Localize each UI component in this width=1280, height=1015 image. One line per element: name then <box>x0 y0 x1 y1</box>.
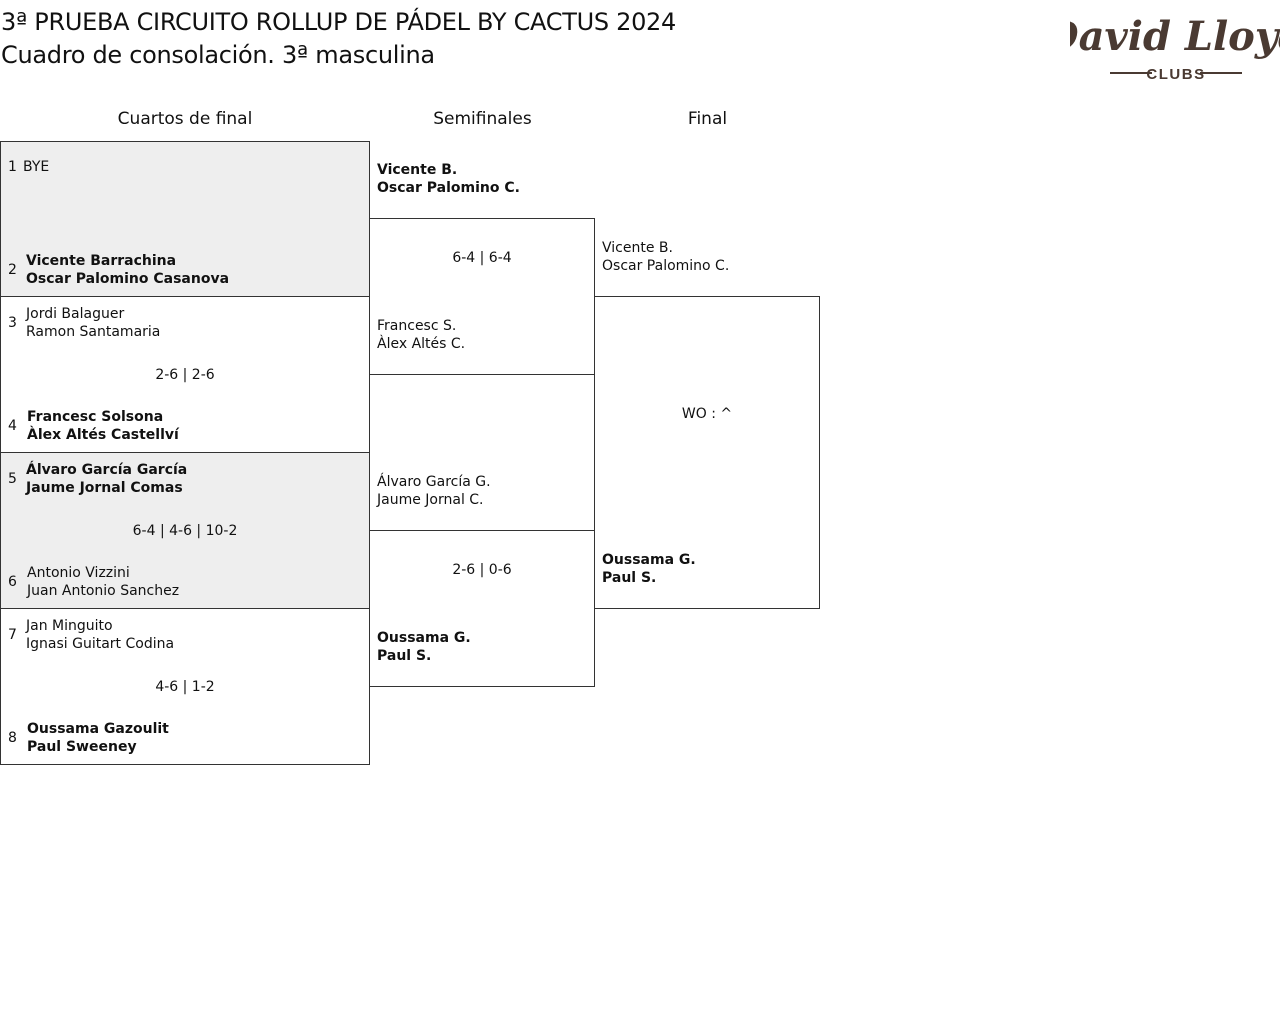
match-score: 2-6 | 2-6 <box>155 367 215 383</box>
player-name: Oscar Palomino C. <box>602 258 730 274</box>
match-score: 6-4 | 6-4 <box>452 250 512 266</box>
team-entry: Álvaro García G. Jaume Jornal C. <box>377 473 491 509</box>
seed-number: 3 <box>8 315 17 331</box>
round-header-semifinals: Semifinales <box>433 109 532 129</box>
round-header-final: Final <box>687 109 728 129</box>
team-entry-winner: Álvaro García García Jaume Jornal Comas <box>26 461 187 497</box>
seed-number: 5 <box>8 471 17 487</box>
logo-brand-text: David Lloyd <box>1070 13 1280 60</box>
player-name: Ramon Santamaria <box>26 324 161 340</box>
sf-match-2: 2-6 | 0-6 Oussama G. Paul S. <box>369 530 595 687</box>
player-name: Paul S. <box>377 648 432 664</box>
team-entry-winner: Vicente Barrachina Oscar Palomino Casano… <box>26 252 229 288</box>
team-entry-winner: Oussama G. Paul S. <box>377 629 471 665</box>
title-line-2: Cuadro de consolación. 3ª masculina <box>1 41 435 69</box>
seed-number: 2 <box>8 262 17 278</box>
team-entry: Jan Minguito Ignasi Guitart Codina <box>26 617 174 653</box>
player-name: Jordi Balaguer <box>26 306 125 322</box>
page-title: 3ª PRUEBA CIRCUITO ROLLUP DE PÁDEL BY CA… <box>1 6 676 72</box>
seed-number: 4 <box>8 418 17 434</box>
team-entry-winner: Oussama G. Paul S. <box>602 551 696 587</box>
match-score: 4-6 | 1-2 <box>155 679 215 695</box>
qf-match-1: 1 BYE 2 Vicente Barrachina Oscar Palomin… <box>0 141 370 297</box>
qf-match-4: 7 Jan Minguito Ignasi Guitart Codina 4-6… <box>0 608 370 765</box>
player-name: Álvaro García García <box>26 462 188 478</box>
qf-match-2: 3 Jordi Balaguer Ramon Santamaria 2-6 | … <box>0 296 370 453</box>
team-entry-winner: Vicente B. Oscar Palomino C. <box>377 161 520 197</box>
player-name: Francesc S. <box>377 318 457 334</box>
team-entry: Vicente B. Oscar Palomino C. <box>602 239 729 275</box>
player-name: Antonio Vizzini <box>27 565 130 581</box>
team-entry-winner: Oussama Gazoulit Paul Sweeney <box>27 720 169 756</box>
player-name: Jaume Jornal C. <box>377 492 484 508</box>
team-entry: BYE <box>23 158 49 176</box>
player-name: Vicente B. <box>602 240 673 256</box>
team-entry-winner: Francesc Solsona Àlex Altés Castellví <box>27 408 179 444</box>
david-lloyd-logo: David Lloyd CLUBS <box>1070 13 1280 83</box>
player-name: Àlex Altés Castellví <box>27 427 179 443</box>
player-name: Oussama G. <box>602 552 696 568</box>
seed-number: 6 <box>8 574 17 590</box>
player-name: Álvaro García G. <box>377 474 491 490</box>
sf-match-1: 6-4 | 6-4 Francesc S. Àlex Altés C. <box>369 218 595 375</box>
player-name: Jaume Jornal Comas <box>26 480 183 496</box>
player-name: Jan Minguito <box>26 618 113 634</box>
final-match: WO : ^ Oussama G. Paul S. <box>594 296 820 609</box>
match-score: WO : ^ <box>681 406 733 422</box>
player-name: Ignasi Guitart Codina <box>26 636 175 652</box>
player-name: Oscar Palomino C. <box>377 180 520 196</box>
player-name: Juan Antonio Sanchez <box>27 583 180 599</box>
match-score: 2-6 | 0-6 <box>452 562 512 578</box>
player-name: Paul S. <box>602 570 657 586</box>
player-name: Oussama Gazoulit <box>27 721 169 737</box>
round-header-quarterfinals: Cuartos de final <box>117 109 253 129</box>
team-entry: Jordi Balaguer Ramon Santamaria <box>26 305 160 341</box>
player-name: BYE <box>23 159 50 175</box>
player-name: Oscar Palomino Casanova <box>26 271 230 287</box>
qf-match-3: 5 Álvaro García García Jaume Jornal Coma… <box>0 452 370 609</box>
player-name: Vicente Barrachina <box>26 253 177 269</box>
team-entry: Antonio Vizzini Juan Antonio Sanchez <box>27 564 179 600</box>
title-line-1: 3ª PRUEBA CIRCUITO ROLLUP DE PÁDEL BY CA… <box>1 8 676 36</box>
seed-number: 8 <box>8 730 17 746</box>
player-name: Paul Sweeney <box>27 739 137 755</box>
seed-number: 1 <box>8 159 17 175</box>
seed-number: 7 <box>8 627 17 643</box>
logo-sub-text: CLUBS <box>1146 66 1205 83</box>
player-name: Vicente B. <box>377 162 458 178</box>
player-name: Oussama G. <box>377 630 471 646</box>
player-name: Àlex Altés C. <box>377 336 466 352</box>
player-name: Francesc Solsona <box>27 409 164 425</box>
team-entry: Francesc S. Àlex Altés C. <box>377 317 465 353</box>
match-score: 6-4 | 4-6 | 10-2 <box>132 523 238 539</box>
